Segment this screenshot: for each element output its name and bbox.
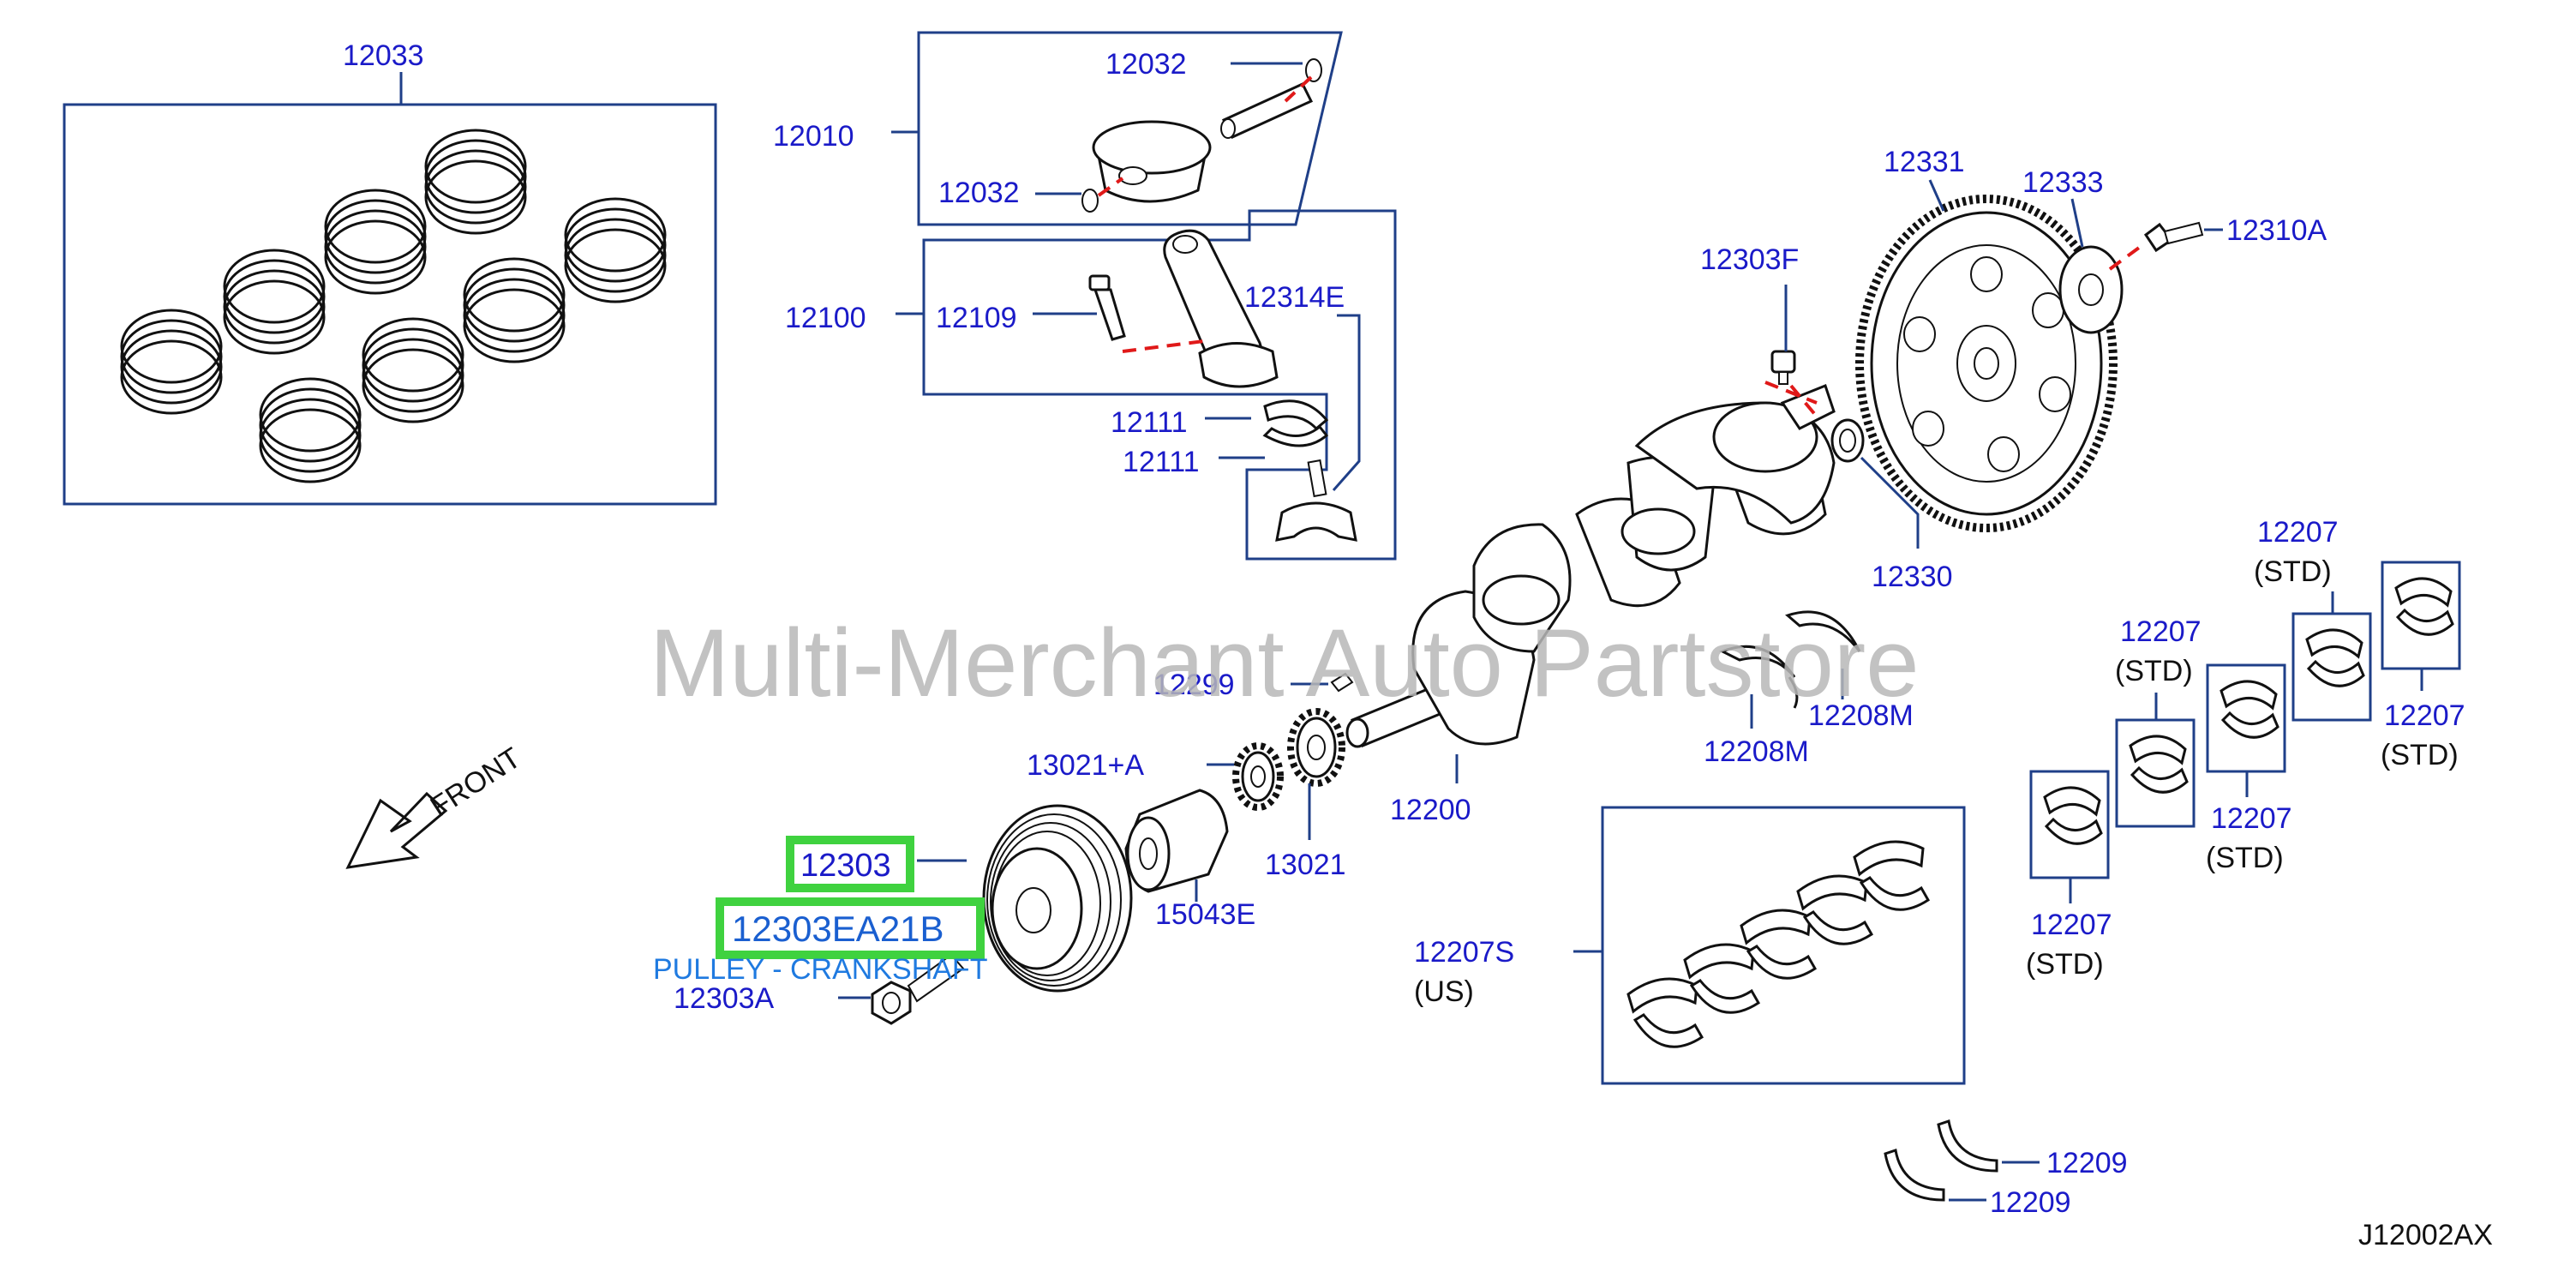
rear-oil-seal-12330[interactable] [1830, 418, 1920, 549]
thrust-washer-12209[interactable] [1884, 1119, 2040, 1202]
label-12208m-upper[interactable]: 12208M [1808, 699, 1914, 732]
label-12032-top[interactable]: 12032 [1105, 48, 1187, 81]
label-12010[interactable]: 12010 [773, 120, 854, 153]
ring-stack-2 [223, 249, 326, 355]
label-12207-4-std: (STD) [2254, 555, 2332, 588]
highlight-part-number[interactable]: 12303EA21B [732, 909, 944, 949]
spacer-15043e[interactable] [1124, 789, 1229, 902]
label-12207-5-std: (STD) [2381, 739, 2459, 771]
ring-stack-7 [463, 257, 566, 363]
piston-ring-set[interactable] [63, 72, 717, 506]
label-13021a[interactable]: 13021+A [1027, 749, 1144, 782]
label-12207-2-std: (STD) [2115, 655, 2193, 687]
ring-stack-1 [120, 309, 223, 415]
main-bearing-std-3[interactable] [2206, 663, 2286, 797]
label-12111-upper[interactable]: 12111 [1111, 406, 1188, 439]
label-12330[interactable]: 12330 [1872, 561, 1953, 593]
label-12033[interactable]: 12033 [343, 39, 424, 72]
label-12310a[interactable]: 12310A [2226, 214, 2327, 247]
label-12303[interactable]: 12303 [800, 848, 891, 884]
key-12299[interactable] [1291, 672, 1354, 693]
label-12333[interactable]: 12333 [2022, 166, 2104, 199]
label-12209-lower[interactable]: 12209 [1990, 1186, 2071, 1219]
crankshaft-pulley-12303[interactable] [917, 804, 1133, 993]
piston-assembly[interactable] [891, 31, 1343, 226]
bearing-shell-pair-5 [1853, 840, 1931, 911]
crank-bolt-12303f[interactable] [1764, 285, 1818, 418]
label-12207-1-std: (STD) [2026, 948, 2104, 981]
label-12109[interactable]: 12109 [936, 302, 1017, 334]
main-bearing-std-1[interactable] [2029, 770, 2110, 903]
highlight-box-part-number [716, 897, 985, 959]
front-label: FRONT [425, 741, 527, 824]
reinforcement-plate-12333[interactable] [2058, 198, 2144, 334]
label-12303f[interactable]: 12303F [1700, 243, 1799, 276]
label-12299[interactable]: 12299 [1153, 669, 1235, 701]
main-bearing-std-4[interactable] [2291, 591, 2372, 722]
connecting-rod-assembly[interactable] [896, 209, 1397, 561]
crank-sprocket-13021[interactable] [1287, 708, 1345, 840]
label-12209-upper[interactable]: 12209 [2046, 1147, 2128, 1179]
highlight-box-12303 [786, 836, 914, 892]
label-12111-lower[interactable]: 12111 [1123, 446, 1200, 478]
bearing-shell-pair-2 [1683, 943, 1761, 1014]
main-bearing-set-12207s[interactable] [1573, 806, 1966, 1085]
main-bearing-std-5[interactable] [2381, 561, 2461, 691]
label-12208m-lower[interactable]: 12208M [1704, 735, 1809, 768]
label-12207s[interactable]: 12207S [1414, 936, 1514, 969]
label-15043e[interactable]: 15043E [1155, 898, 1255, 931]
ring-stack-6 [362, 317, 464, 423]
label-12207-2[interactable]: 12207 [2120, 615, 2202, 648]
label-12207-4[interactable]: 12207 [2257, 516, 2339, 549]
thrust-washer-12208m[interactable] [1719, 610, 1861, 729]
label-12100[interactable]: 12100 [785, 302, 866, 334]
bearing-shell-pair-1 [1626, 977, 1704, 1048]
label-12200[interactable]: 12200 [1390, 794, 1471, 826]
ring-stack-4 [424, 129, 527, 235]
highlight-description: PULLEY - CRANKSHAFT [653, 953, 987, 986]
flywheel-12331[interactable] [1855, 179, 2118, 532]
crank-sprocket-13021a[interactable] [1207, 742, 1284, 811]
label-12207-3-std: (STD) [2206, 842, 2284, 874]
label-12314e[interactable]: 12314E [1244, 281, 1345, 314]
ring-stack-5 [259, 377, 362, 483]
label-12207-3[interactable]: 12207 [2211, 802, 2292, 835]
label-13021[interactable]: 13021 [1265, 849, 1346, 881]
flywheel-bolt-12310a[interactable] [2143, 221, 2223, 253]
label-12032-bottom[interactable]: 12032 [938, 177, 1020, 209]
label-12331[interactable]: 12331 [1884, 146, 1965, 178]
pulley-bolt-12303a[interactable] [838, 953, 965, 1025]
label-12303a[interactable]: 12303A [674, 982, 775, 1015]
front-arrow-icon [345, 791, 448, 869]
bearing-shell-pair-4 [1796, 874, 1874, 945]
label-12207-5[interactable]: 12207 [2384, 699, 2465, 732]
ring-stack-8 [564, 197, 667, 303]
ring-stack-3 [324, 189, 427, 295]
label-12207-1[interactable]: 12207 [2031, 909, 2112, 941]
diagram-code: J12002AX [2358, 1219, 2493, 1251]
main-bearing-std-2[interactable] [2115, 693, 2196, 828]
label-12207s-us: (US) [1414, 975, 1474, 1008]
bearing-shell-pair-3 [1740, 909, 1818, 980]
watermark: Multi-Merchant Auto Partstore [650, 609, 1919, 717]
